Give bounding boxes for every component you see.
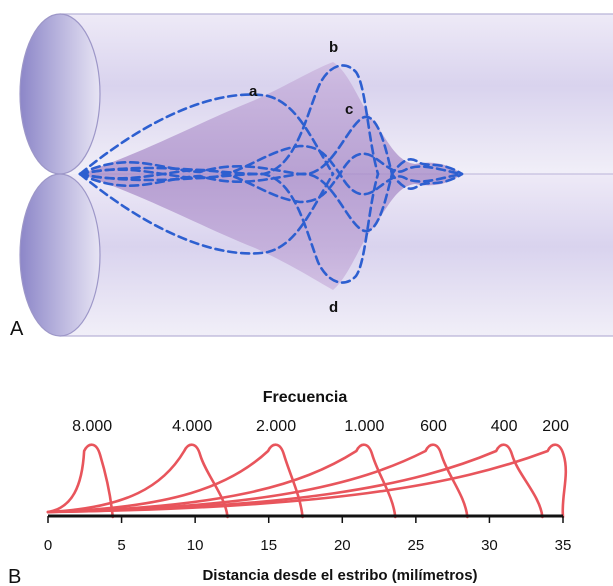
response-curve [46,443,304,519]
wave-label-c: c [345,101,353,118]
wave-lines [78,64,464,284]
x-tick-label: 0 [44,537,52,554]
response-curve [46,443,229,519]
panel-b-label: B [8,566,21,586]
wave-b-lower [78,172,380,284]
wave-label-d: d [329,299,338,316]
wave-a-upper [78,93,335,176]
lower-tube-end [19,173,101,337]
response-curves [46,443,568,519]
wave-label-a: a [249,83,258,100]
frequency-label: 8.000 [72,418,112,435]
x-axis-ticks: 0 5 10 15 20 25 30 35 [44,516,572,554]
x-tick-label: 30 [481,537,498,554]
wave-b-upper [78,64,380,176]
response-curve [46,443,544,519]
panel-a-label: A [10,318,24,340]
x-tick-label: 15 [260,537,277,554]
wave-label-b: b [329,39,338,56]
response-curve [46,443,469,519]
wave-d-upper [78,144,464,180]
wave-a-lower [78,172,335,255]
wave-d-lower [78,168,464,204]
response-curve [46,443,568,519]
frequency-label: 200 [542,418,569,435]
upper-tube-end [19,13,101,175]
response-curve [46,443,397,519]
response-curve [46,443,115,519]
x-axis-label: Distancia desde el estribo (milímetros) [202,567,477,584]
x-tick-label: 5 [117,537,125,554]
frequency-label: 4.000 [172,418,212,435]
x-tick-label: 35 [555,537,572,554]
chart-title: Frecuencia [263,389,348,406]
frequency-label: 600 [420,418,447,435]
x-tick-label: 25 [408,537,425,554]
frequency-label: 1.000 [344,418,384,435]
x-tick-label: 10 [187,537,204,554]
x-tick-label: 20 [334,537,351,554]
frequency-label: 400 [491,418,518,435]
panel-a: a b c d A [10,13,613,340]
frequency-labels: 8.000 4.000 2.000 1.000 600 400 200 [72,418,569,435]
frequency-label: 2.000 [256,418,296,435]
